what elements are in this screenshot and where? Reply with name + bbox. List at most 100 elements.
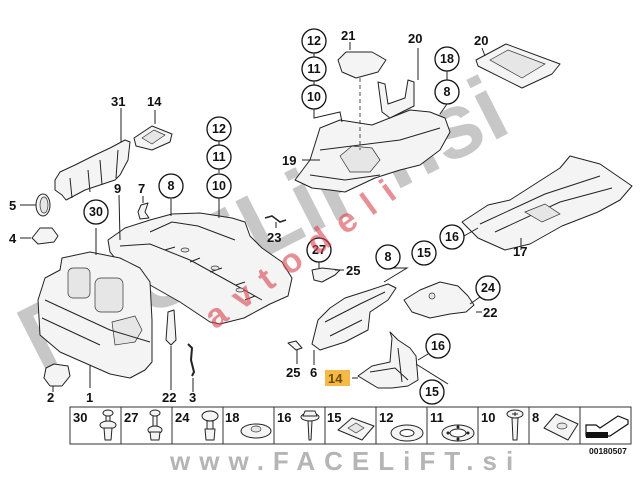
part-1-air-guide-frame[interactable] [37, 251, 153, 379]
part-29-clip[interactable] [287, 340, 303, 351]
label-2: 2 [47, 390, 54, 405]
part-28-clip[interactable] [264, 215, 287, 223]
part-19-center-underbody-panel[interactable] [294, 109, 451, 193]
label-31: 31 [111, 94, 125, 109]
part-7-side-underbody-panel[interactable] [311, 283, 397, 351]
svg-text:11: 11 [307, 62, 320, 76]
phillips-screw-icon [506, 409, 524, 441]
label-1: 1 [86, 390, 93, 405]
fastener-cell-10[interactable]: 10 [481, 409, 524, 441]
svg-text:16: 16 [277, 410, 291, 425]
part-14-rear-wheel-arch-cover[interactable] [357, 331, 419, 389]
lock-washer-icon [441, 424, 475, 442]
svg-text:8: 8 [168, 179, 175, 193]
callout-8-front: 8 [158, 173, 184, 199]
svg-text:24: 24 [481, 281, 495, 295]
part-20-tunnel-bracket[interactable] [377, 79, 415, 119]
part-25-seal-strip[interactable] [165, 309, 177, 346]
callout-27: 27 [306, 237, 332, 268]
clip-nut-icon [543, 413, 579, 441]
label-9: 9 [114, 181, 121, 196]
svg-text:15: 15 [417, 246, 431, 260]
fastener-cell-27[interactable]: 27 [124, 409, 163, 441]
svg-text:11: 11 [430, 410, 444, 425]
label-4: 4 [9, 231, 17, 246]
part-2-cover[interactable] [43, 363, 71, 387]
part-31-air-duct-bracket[interactable] [54, 139, 131, 201]
svg-text:18: 18 [225, 410, 239, 425]
callout-16-lower: 16 [417, 333, 451, 361]
washer-nut-icon [240, 423, 272, 439]
leader-16a [463, 227, 479, 237]
callout-8-center: 8 [375, 244, 409, 283]
washer-icon [390, 424, 424, 442]
callout-stack-18-8: 18 8 [434, 46, 460, 115]
front-direction-arrow-cell [585, 415, 629, 438]
svg-text:8: 8 [385, 250, 392, 264]
svg-text:15: 15 [425, 385, 439, 399]
svg-text:12: 12 [379, 410, 393, 425]
part-26-bracket[interactable] [311, 267, 341, 283]
hex-collar-screw-icon [300, 410, 320, 441]
fastener-cell-11[interactable]: 11 [430, 410, 475, 442]
svg-text:12: 12 [307, 34, 321, 48]
part-21-rear-cover-plate[interactable] [475, 43, 561, 89]
fastener-cell-8[interactable]: 8 [532, 410, 579, 441]
label-26: 25 [346, 263, 360, 278]
part-9-front-underbody-panel[interactable] [107, 212, 293, 325]
svg-text:11: 11 [212, 150, 225, 164]
part-23-wheel-arch-panel[interactable] [403, 281, 475, 319]
callout-stack-12-11-10-center: 12 11 10 [301, 28, 343, 123]
svg-text:18: 18 [440, 52, 454, 66]
callout-16-rear: 16 [439, 224, 465, 250]
callout-stack-12-11-10-left: 12 11 10 [206, 116, 232, 218]
part-3-cable-holder[interactable] [187, 343, 196, 377]
label-14: 14 [328, 371, 343, 386]
fastener-cell-16[interactable]: 16 [277, 410, 320, 441]
svg-text:30: 30 [89, 205, 103, 219]
label-28: 23 [267, 230, 281, 245]
fastener-cell-18[interactable]: 18 [225, 410, 272, 439]
svg-text:10: 10 [481, 410, 495, 425]
svg-text:10: 10 [307, 90, 321, 104]
label-6: 7 [138, 181, 145, 196]
callout-15-center: 15 [411, 240, 437, 266]
label-3: 3 [189, 390, 196, 405]
fastener-cell-30[interactable]: 30 [73, 409, 117, 441]
svg-text:15: 15 [327, 410, 341, 425]
clip-nut-icon [337, 417, 375, 441]
callout-15-lower: 15 [415, 363, 449, 405]
label-5: 5 [9, 198, 16, 213]
svg-text:16: 16 [445, 230, 459, 244]
svg-text:8: 8 [532, 410, 539, 425]
callout-30: 30 [83, 199, 109, 225]
part-6-small-bracket[interactable] [137, 202, 150, 220]
fastener-cell-15[interactable]: 15 [327, 410, 375, 441]
fastener-cell-24[interactable]: 24 [175, 410, 219, 441]
svg-text:24: 24 [175, 410, 190, 425]
part-17-rear-underbody-panel[interactable] [461, 155, 633, 251]
leader-9 [118, 194, 121, 241]
svg-text:8: 8 [444, 85, 451, 99]
label-21: 20 [474, 33, 488, 48]
part-5-grommet-ring[interactable] [35, 193, 51, 217]
label-7: 6 [310, 365, 317, 380]
fastener-cell-12[interactable]: 12 [379, 410, 424, 442]
label-17: 17 [513, 244, 527, 259]
svg-text:27: 27 [124, 410, 138, 425]
part-13-cover-plate[interactable] [133, 125, 173, 151]
highlight-14 [325, 370, 350, 386]
svg-text:30: 30 [73, 410, 87, 425]
svg-text:12: 12 [212, 122, 226, 136]
push-rivet-icon [99, 409, 117, 441]
leader-21 [481, 47, 486, 57]
part-4-cover-cap[interactable] [31, 227, 59, 245]
svg-text:16: 16 [431, 339, 445, 353]
label-20: 20 [408, 31, 422, 46]
label-13: 14 [147, 94, 162, 109]
part-22-access-cover[interactable] [337, 51, 387, 79]
label-25: 22 [162, 390, 176, 405]
svg-text:27: 27 [312, 243, 326, 257]
label-22: 21 [341, 28, 355, 43]
plastic-rivet-icon [201, 410, 219, 441]
